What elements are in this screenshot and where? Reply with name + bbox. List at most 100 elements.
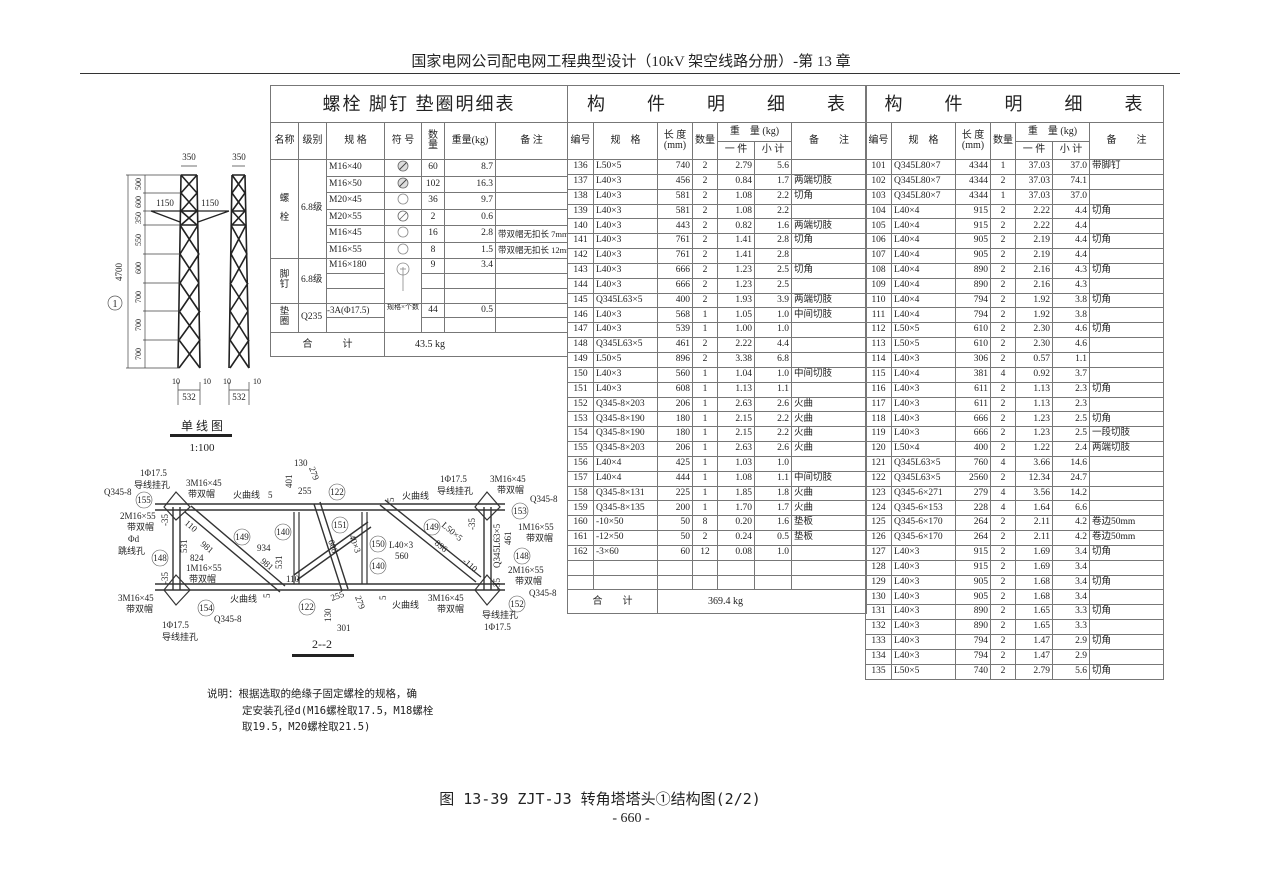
header-row: 编号规 格长 度(mm)数量重 量 (kg)备 注 — [865, 122, 1165, 160]
column-header: 规 格 — [593, 122, 658, 160]
table-cell: Q345-8×190 — [593, 426, 658, 443]
table-cell: 2.6 — [754, 396, 792, 413]
table-cell: 1.23 — [1015, 426, 1053, 443]
table-cell: 1.23 — [717, 277, 755, 294]
table-cell: 1 — [692, 500, 718, 517]
table-cell: Q345L80×7 — [891, 159, 956, 175]
bend-line-label: 火曲线 — [392, 599, 419, 610]
table-cell: 8 — [692, 515, 718, 532]
table-cell: 2 — [990, 426, 1016, 443]
table-cell: 2 — [990, 248, 1016, 264]
table-cell: 切角 — [1088, 322, 1165, 339]
table-cell: L50×4 — [891, 441, 956, 457]
bolt-label: 带双帽 — [515, 575, 542, 586]
column-header: 符 号 — [384, 122, 422, 160]
table-cell: 1 — [692, 322, 718, 339]
table-cell: 2.19 — [1015, 233, 1053, 250]
table-cell: L40×3 — [891, 559, 956, 576]
table-cell: 206 — [657, 441, 693, 457]
table-cell: 2 — [692, 277, 718, 294]
table-cell: 两端切肢 — [790, 173, 868, 190]
table-cell: 111 — [865, 307, 892, 324]
table-cell: 2 — [990, 337, 1016, 353]
table-cell: 1.92 — [1015, 292, 1053, 309]
table-cell — [1088, 173, 1165, 190]
table-cell: 2 — [692, 173, 718, 190]
table-cell: 1 — [990, 159, 1016, 175]
table-cell: 火曲 — [790, 426, 868, 443]
table-cell: L40×3 — [891, 396, 956, 413]
dim-label: 5 — [386, 497, 396, 502]
table-cell: 666 — [955, 426, 991, 443]
dim-label: 5 — [268, 490, 273, 500]
note-line: 说明：根据选取的绝缘子固定螺栓的规格，确 — [207, 688, 417, 700]
bolt-label: 1M16×55 — [518, 522, 554, 532]
table-cell: 306 — [955, 351, 991, 368]
table-cell: 129 — [865, 574, 892, 591]
total-value: 369.4 kg — [656, 589, 868, 615]
table-cell: 139 — [567, 203, 594, 220]
page-number: - 660 - — [612, 811, 650, 826]
table-cell: 794 — [955, 307, 991, 324]
table-cell: 中间切肢 — [790, 307, 868, 324]
table-cell — [1088, 648, 1165, 665]
hole-label: 1Φ17.5 — [140, 468, 167, 478]
note-text: 说明：根据选取的绝缘子固定螺栓的规格，确 定安装孔径d(M16螺栓取17.5，M… — [207, 686, 433, 736]
table-cell: L40×3 — [593, 277, 658, 294]
table-cell: 两端切肢 — [790, 292, 868, 309]
table-cell: 一段切肢 — [1088, 426, 1165, 443]
table-cell: 1.92 — [1015, 307, 1053, 324]
table-cell: L40×3 — [593, 173, 658, 190]
dim-label: 255 — [298, 486, 312, 496]
total-label: 合 计 — [270, 332, 385, 358]
table-cell — [790, 574, 868, 591]
table-cell: 4.6 — [1052, 337, 1090, 353]
part-callout: 149 — [235, 532, 249, 542]
table-cell: 3.7 — [1052, 366, 1090, 383]
column-header: 数量 — [990, 122, 1016, 160]
table-cell: 两端切肢 — [1088, 441, 1165, 457]
table-cell: 2.11 — [1015, 515, 1053, 532]
table-cell: 161 — [567, 530, 594, 546]
table-cell: 4.2 — [1052, 515, 1090, 532]
column-header: 规 格 — [891, 122, 956, 160]
table-cell: 2.3 — [1052, 396, 1090, 413]
bolt-symbol-icon — [397, 210, 409, 221]
header-rule — [80, 73, 1180, 74]
table-cell — [790, 248, 868, 264]
table-cell: 1.65 — [1015, 619, 1053, 635]
table-cell: L40×4 — [891, 262, 956, 279]
table-cell: 2.15 — [717, 411, 755, 428]
table-cell: 1.69 — [1015, 559, 1053, 576]
table-cell: 2.22 — [1015, 203, 1053, 220]
table-cell: 905 — [955, 574, 991, 591]
table-cell: 1.47 — [1015, 648, 1053, 665]
column-header: 一 件 — [717, 140, 755, 160]
table-cell: 中间切肢 — [790, 366, 868, 383]
table-cell: 1.22 — [1015, 441, 1053, 457]
table-cell: 2.5 — [1052, 411, 1090, 428]
table-cell: 2 — [990, 619, 1016, 635]
table-cell: Q345L80×7 — [891, 188, 956, 205]
table-cell — [1088, 485, 1165, 502]
title-row: 构 件 明 细 表 — [566, 85, 868, 123]
item-grade: 6.8级 — [298, 258, 327, 304]
base-width-1: 532 — [182, 392, 196, 402]
table-cell: 2 — [990, 218, 1016, 235]
table-cell: 4.3 — [1052, 262, 1090, 279]
table-cell: 3.3 — [1052, 604, 1090, 621]
